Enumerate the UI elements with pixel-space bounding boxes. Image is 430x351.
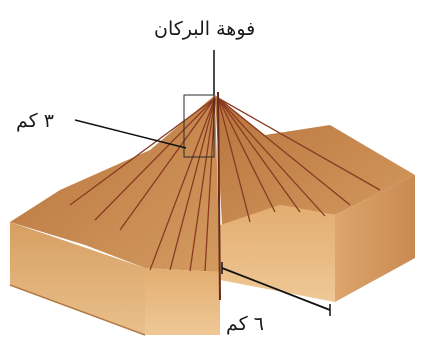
width-label: ٦ كم: [226, 315, 264, 334]
height-label: ٣ كم: [16, 112, 54, 131]
left-cut-face: [145, 268, 220, 335]
crater-label: فوهة البركان: [154, 20, 255, 39]
right-cut-face: [220, 205, 335, 302]
